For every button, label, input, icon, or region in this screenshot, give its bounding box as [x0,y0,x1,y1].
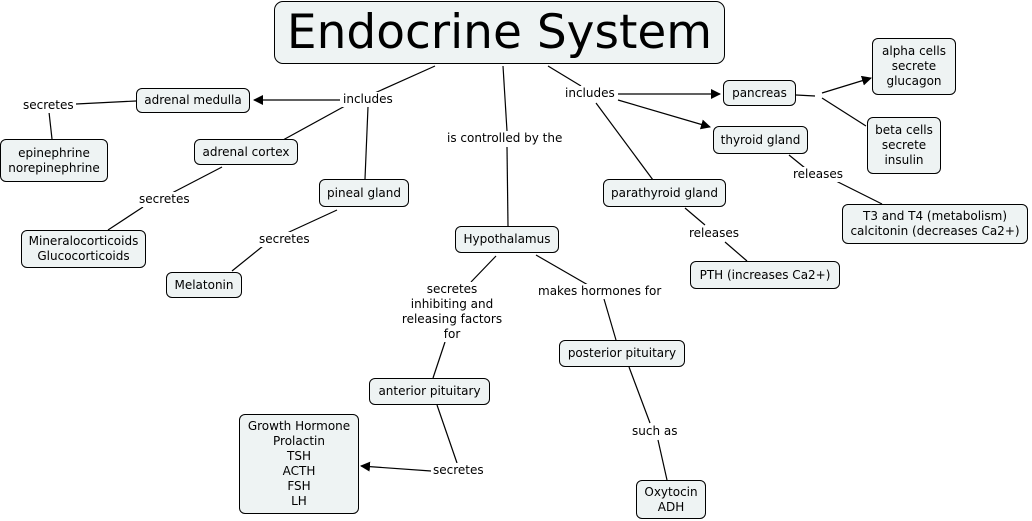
link-secretes-melatonin [231,245,264,272]
link-includes-adrenal-cortex [282,105,346,141]
node-adrenal-cortex: adrenal cortex [194,139,298,165]
node-parathyroid-gland: parathyroid gland [603,179,726,207]
node-growth-hormones: Growth Hormone Prolactin TSH ACTH FSH LH [239,414,359,514]
link-includes-pineal [364,106,369,180]
label-controlled-by: is controlled by the [445,131,565,146]
link-thyroid-releases [788,154,806,169]
label-secretes-anterior: secretes [431,463,486,478]
link-medulla-secretes [75,100,137,105]
node-adrenal-medulla: adrenal medulla [136,88,250,113]
link-pineal-secretes [286,209,338,234]
link-junction-beta [821,97,867,127]
label-secretes-medulla: secretes [21,98,76,113]
label-makes-hormones: makes hormones for [536,284,664,299]
link-parathyroid-releases [684,207,706,226]
node-epinephrine: epinephrine norepinephrine [0,139,108,182]
node-pth: PTH (increases Ca2+) [690,261,840,289]
label-includes-right: includes [563,86,617,101]
diagram-title: Endocrine System [274,1,725,64]
link-secretes-mineralocorticoids [107,206,144,231]
link-hypothalamus-makes [535,254,589,286]
link-title-includes-right [547,65,582,87]
link-releases-t3 [835,180,883,205]
node-t3-t4: T3 and T4 (metabolism) calcitonin (decre… [842,204,1028,244]
label-includes-left: includes [341,92,395,107]
link-makes-posterior [603,298,617,341]
node-hypothalamus: Hypothalamus [455,226,559,253]
node-mineralocorticoids: Mineralocorticoids Glucocorticoids [21,230,146,268]
label-secretes-factors: secretes inhibiting and releasing factor… [398,282,506,342]
label-secretes-cortex: secretes [137,192,192,207]
link-pancreas-junction [795,94,816,97]
node-posterior-pituitary: posterior pituitary [559,340,685,367]
label-releases-thyroid: releases [791,167,846,182]
label-such-as: such as [630,424,680,439]
link-secretes-growth [360,461,432,472]
node-beta-cells: beta cells secrete insulin [867,117,941,174]
link-factors-anterior [432,341,446,379]
link-title-controlled [502,65,508,132]
link-posterior-suchas [628,366,651,424]
link-hypothalamus-factors [470,255,497,283]
link-cortex-secretes [169,166,223,195]
node-alpha-cells: alpha cells secrete glucagon [872,38,956,95]
link-releases-pth [724,241,748,262]
node-anterior-pituitary: anterior pituitary [369,378,490,405]
link-suchas-oxytocin [657,439,668,481]
label-secretes-pineal: secretes [257,232,312,247]
link-title-includes-left [367,65,436,97]
label-releases-parathyroid: releases [687,226,742,241]
node-melatonin: Melatonin [166,272,242,298]
link-secretes-epinephrine [48,111,53,140]
node-oxytocin: Oxytocin ADH [636,480,706,519]
link-junction-alpha [821,75,872,94]
node-pineal-gland: pineal gland [319,179,409,207]
node-pancreas: pancreas [723,80,796,106]
link-controlled-hypothalamus [506,146,509,227]
node-thyroid-gland: thyroid gland [713,126,808,154]
link-anterior-secretes [436,404,458,464]
link-includes-parathyroid [595,102,654,181]
link-includes-thyroid [617,99,711,130]
